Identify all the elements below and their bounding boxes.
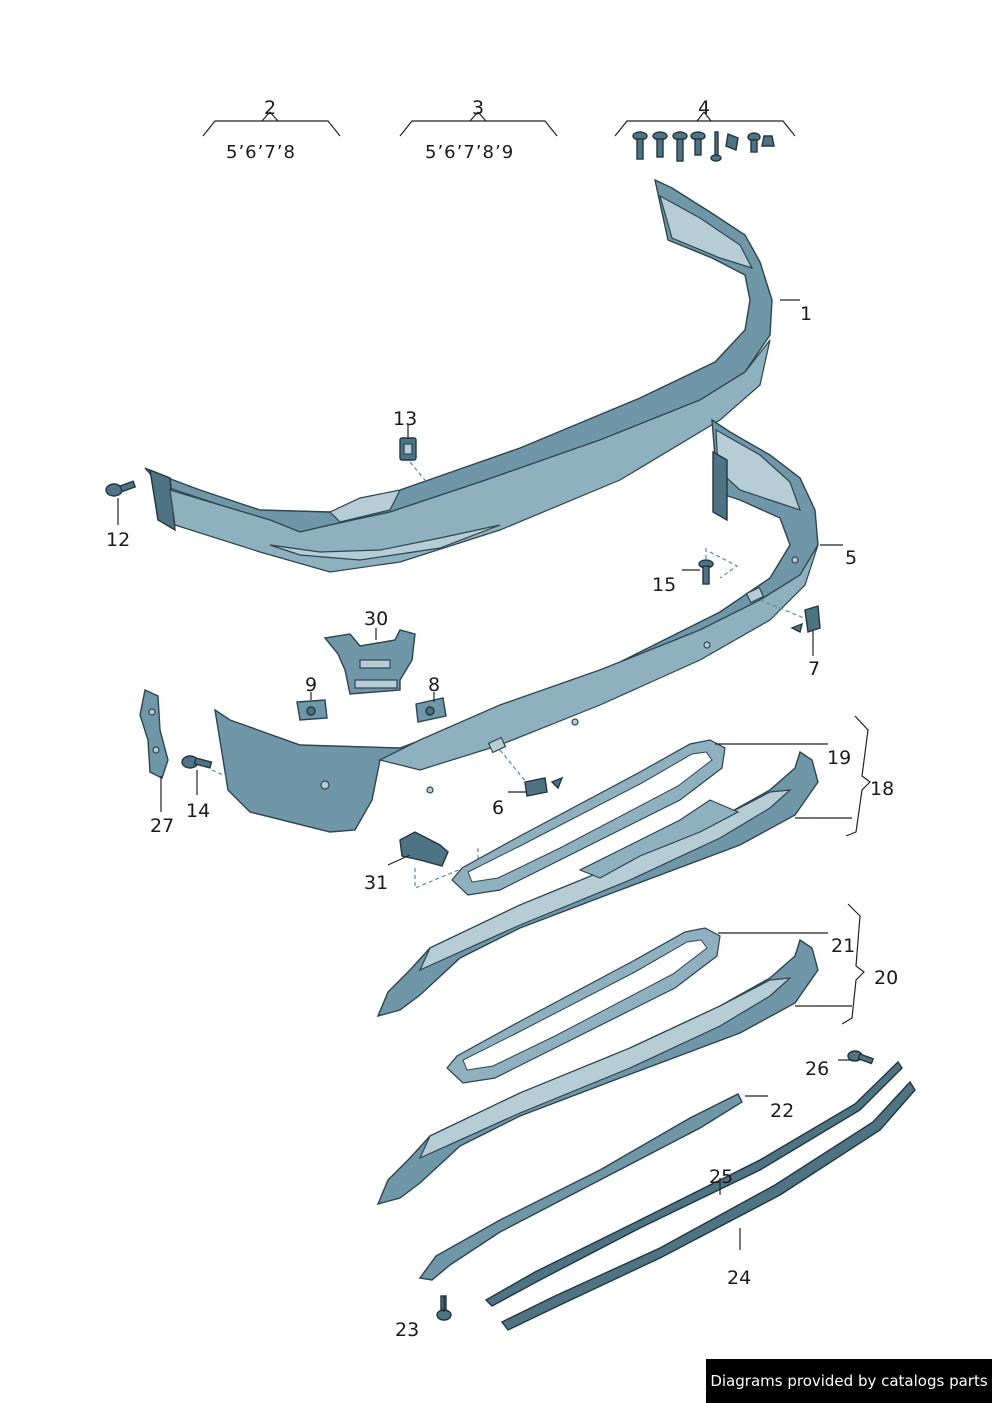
grille-strip-24: [500, 1080, 916, 1331]
callout-7: 7: [808, 658, 820, 680]
screw-set-icon: [632, 131, 775, 162]
screw-12-icon: [105, 480, 137, 497]
rear-bumper-cover-lower: [214, 418, 819, 833]
trim-frame-21: [446, 927, 721, 1084]
callout-6: 6: [492, 797, 504, 819]
callout-9: 9: [305, 674, 317, 696]
bracket-30-icon: [323, 629, 416, 695]
callout-31: 31: [364, 872, 388, 894]
callout-labels: 2 5’6’7’8 3 5’6’7’8’9 4 1 13 12 5 15 30 …: [106, 97, 898, 1341]
callout-2: 2: [264, 97, 276, 119]
callout-25: 25: [709, 1166, 733, 1188]
callout-19: 19: [827, 747, 851, 769]
callout-15: 15: [652, 574, 676, 596]
callout-23: 23: [395, 1319, 419, 1341]
callout-14: 14: [186, 800, 210, 822]
diffuser-20: [376, 938, 819, 1206]
holder-9-icon: [296, 699, 328, 721]
callout-5: 5: [845, 547, 857, 569]
callout-21: 21: [831, 935, 855, 957]
callout-18: 18: [870, 778, 894, 800]
footer-credit: Diagrams provided by catalogs parts: [706, 1359, 992, 1403]
callout-12: 12: [106, 529, 130, 551]
callout-24: 24: [727, 1267, 751, 1289]
trim-strip-22: [418, 1093, 743, 1281]
holder-8-icon: [415, 697, 447, 723]
leader-lines: [117, 299, 871, 1312]
cover-6-icon: [499, 749, 564, 797]
callout-22: 22: [770, 1100, 794, 1122]
callout-20: 20: [874, 967, 898, 989]
callout-30: 30: [364, 608, 388, 630]
callout-27: 27: [150, 815, 174, 837]
bracket-4: [614, 111, 796, 137]
callout-13: 13: [393, 408, 417, 430]
bracket-3: [399, 111, 558, 137]
side-bracket-27-icon: [139, 688, 169, 779]
screw-26-icon: [847, 1050, 875, 1065]
diffuser-18: [376, 750, 819, 1018]
bracket-2: [202, 111, 341, 137]
callout-4: 4: [698, 97, 710, 119]
callout-8: 8: [428, 674, 440, 696]
clip-13-icon: [399, 437, 426, 481]
screw-15-icon: [698, 548, 739, 585]
cover-7-icon: [759, 599, 821, 634]
screw-14-icon: [181, 755, 231, 779]
subset-2: 5’6’7’8: [226, 142, 296, 163]
subset-3: 5’6’7’8’9: [425, 142, 514, 163]
callout-26: 26: [805, 1058, 829, 1080]
strip-25: [484, 1060, 903, 1307]
rear-bumper-cover-upper: [144, 178, 773, 573]
callout-1: 1: [800, 303, 812, 325]
trim-frame-19: [451, 739, 726, 896]
callout-3: 3: [472, 97, 484, 119]
